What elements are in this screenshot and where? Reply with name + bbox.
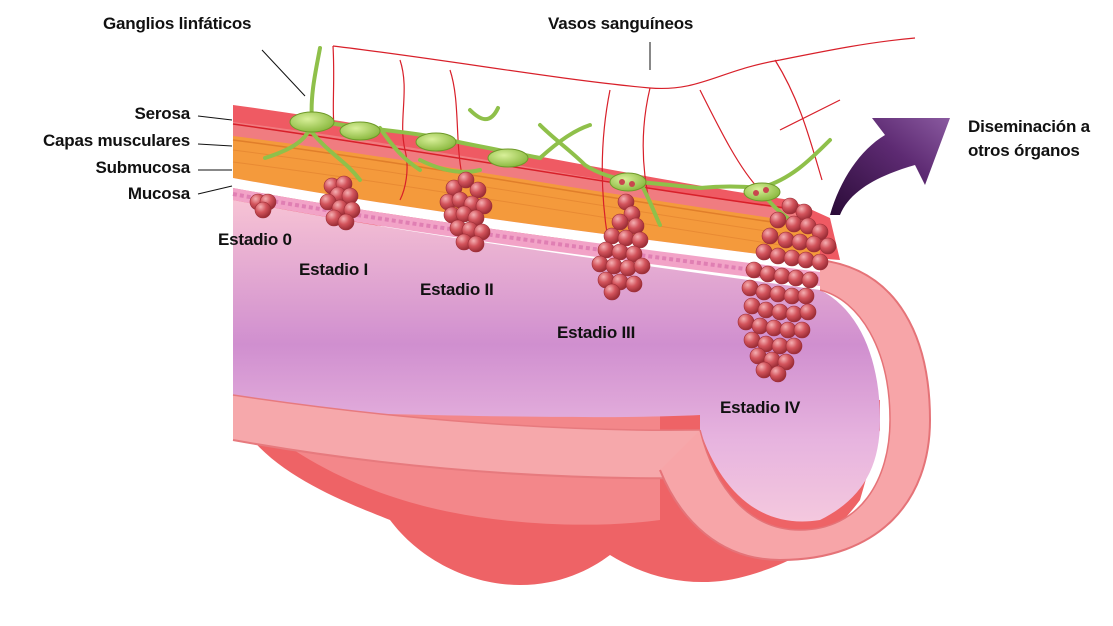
- tumor-cell: [338, 214, 354, 230]
- label-mucosa: Mucosa: [80, 184, 190, 204]
- tumor-cell: [786, 306, 802, 322]
- lymph-node: [610, 173, 646, 191]
- stage-label-3: Estadio III: [557, 323, 635, 343]
- lymph-node: [416, 133, 456, 151]
- tumor-cell: [782, 198, 798, 214]
- tumor-cell: [784, 250, 800, 266]
- tumor-cell: [772, 338, 788, 354]
- tumor-cell: [786, 216, 802, 232]
- stage-label-2: Estadio II: [420, 280, 494, 300]
- tumor-cell: [766, 320, 782, 336]
- tumor-cell: [760, 266, 776, 282]
- tumor-cell: [820, 238, 836, 254]
- tumor-cell: [744, 332, 760, 348]
- tumor-cell: [774, 268, 790, 284]
- tumor-cell: [792, 234, 808, 250]
- tumor-cell: [620, 260, 636, 276]
- tumor-cell: [798, 252, 814, 268]
- label-muscle-layers: Capas musculares: [0, 131, 190, 151]
- tumor-cell: [794, 322, 810, 338]
- tumor-cell: [606, 258, 622, 274]
- tumor-cell: [592, 256, 608, 272]
- tumor-cell: [604, 284, 620, 300]
- tumor-cell: [756, 284, 772, 300]
- tumor-cell: [750, 348, 766, 364]
- stage-label-0: Estadio 0: [218, 230, 292, 250]
- tumor-cell: [468, 236, 484, 252]
- tumor-cell: [786, 338, 802, 354]
- tumor-cell: [756, 362, 772, 378]
- lymph-node: [744, 183, 780, 201]
- tumor-cell: [752, 318, 768, 334]
- tumor-cell: [800, 304, 816, 320]
- tumor-cell: [626, 276, 642, 292]
- lymph-node: [290, 112, 334, 132]
- tumor-cell: [738, 314, 754, 330]
- tumor-cell: [598, 242, 614, 258]
- stage-label-1: Estadio I: [299, 260, 368, 280]
- label-submucosa: Submucosa: [40, 158, 190, 178]
- tumor-cell: [770, 366, 786, 382]
- tumor-cell: [806, 236, 822, 252]
- tumor-cell: [632, 232, 648, 248]
- tumor-cell: [784, 288, 800, 304]
- lymph-node: [340, 122, 380, 140]
- tumor-cell: [812, 254, 828, 270]
- tumor-cell: [788, 270, 804, 286]
- tumor-cell: [802, 272, 818, 288]
- label-spread-line2: otros órganos: [968, 139, 1090, 163]
- tumor-cell: [770, 248, 786, 264]
- tumor-cell: [780, 322, 796, 338]
- spread-arrow-icon: [830, 118, 950, 215]
- tumor-cell: [612, 244, 628, 260]
- tumor-cell: [758, 302, 774, 318]
- tumor-cell: [778, 232, 794, 248]
- stage-label-4: Estadio IV: [720, 398, 800, 418]
- tumor-cell: [604, 228, 620, 244]
- tumor-cell: [742, 280, 758, 296]
- label-spread: Diseminación a otros órganos: [968, 115, 1090, 163]
- tumor-cell: [634, 258, 650, 274]
- label-lymph-nodes: Ganglios linfáticos: [103, 14, 251, 34]
- tumor-cell: [470, 182, 486, 198]
- tumor-cell: [798, 288, 814, 304]
- tumor-cell: [255, 202, 271, 218]
- tumor-cell: [618, 230, 634, 246]
- label-serosa: Serosa: [80, 104, 190, 124]
- lymph-node: [488, 149, 528, 167]
- label-spread-line1: Diseminación a: [968, 115, 1090, 139]
- label-blood-vessels: Vasos sanguíneos: [548, 14, 693, 34]
- tumor-cell: [746, 262, 762, 278]
- tumor-cell: [756, 244, 772, 260]
- tumor-cell: [612, 214, 628, 230]
- tumor-cell: [770, 212, 786, 228]
- tumor-cell: [762, 228, 778, 244]
- tumor-cell: [744, 298, 760, 314]
- tumor-cell: [770, 286, 786, 302]
- tumor-cell: [772, 304, 788, 320]
